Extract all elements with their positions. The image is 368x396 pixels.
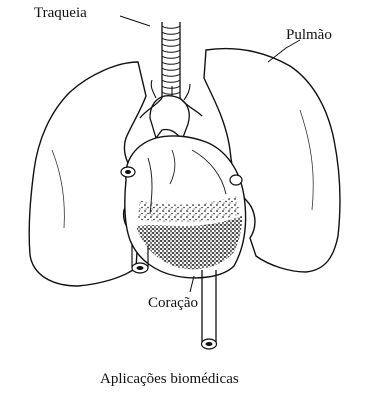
- heart-label: Coração: [148, 296, 198, 311]
- trachea-ring: [162, 38, 180, 40]
- trachea-ring: [162, 44, 180, 46]
- trachea-ring: [162, 86, 180, 88]
- lung-leader-line: [268, 40, 300, 62]
- trachea-ring: [162, 50, 180, 52]
- trachea-label: Traqueia: [34, 6, 87, 21]
- trachea-ring: [162, 68, 180, 70]
- trachea-ring: [162, 92, 180, 94]
- trachea-ring: [162, 80, 180, 82]
- trachea-rings: [162, 26, 180, 94]
- lung-label: Pulmão: [286, 28, 332, 43]
- trachea-ring: [162, 32, 180, 34]
- trachea: [140, 22, 202, 118]
- figure-caption: Aplicações biomédicas: [100, 372, 239, 387]
- trachea-ring: [162, 26, 180, 28]
- trachea-ring: [162, 56, 180, 58]
- trachea-ring: [162, 74, 180, 76]
- trachea-leader-line: [120, 16, 150, 26]
- trachea-ring: [162, 62, 180, 64]
